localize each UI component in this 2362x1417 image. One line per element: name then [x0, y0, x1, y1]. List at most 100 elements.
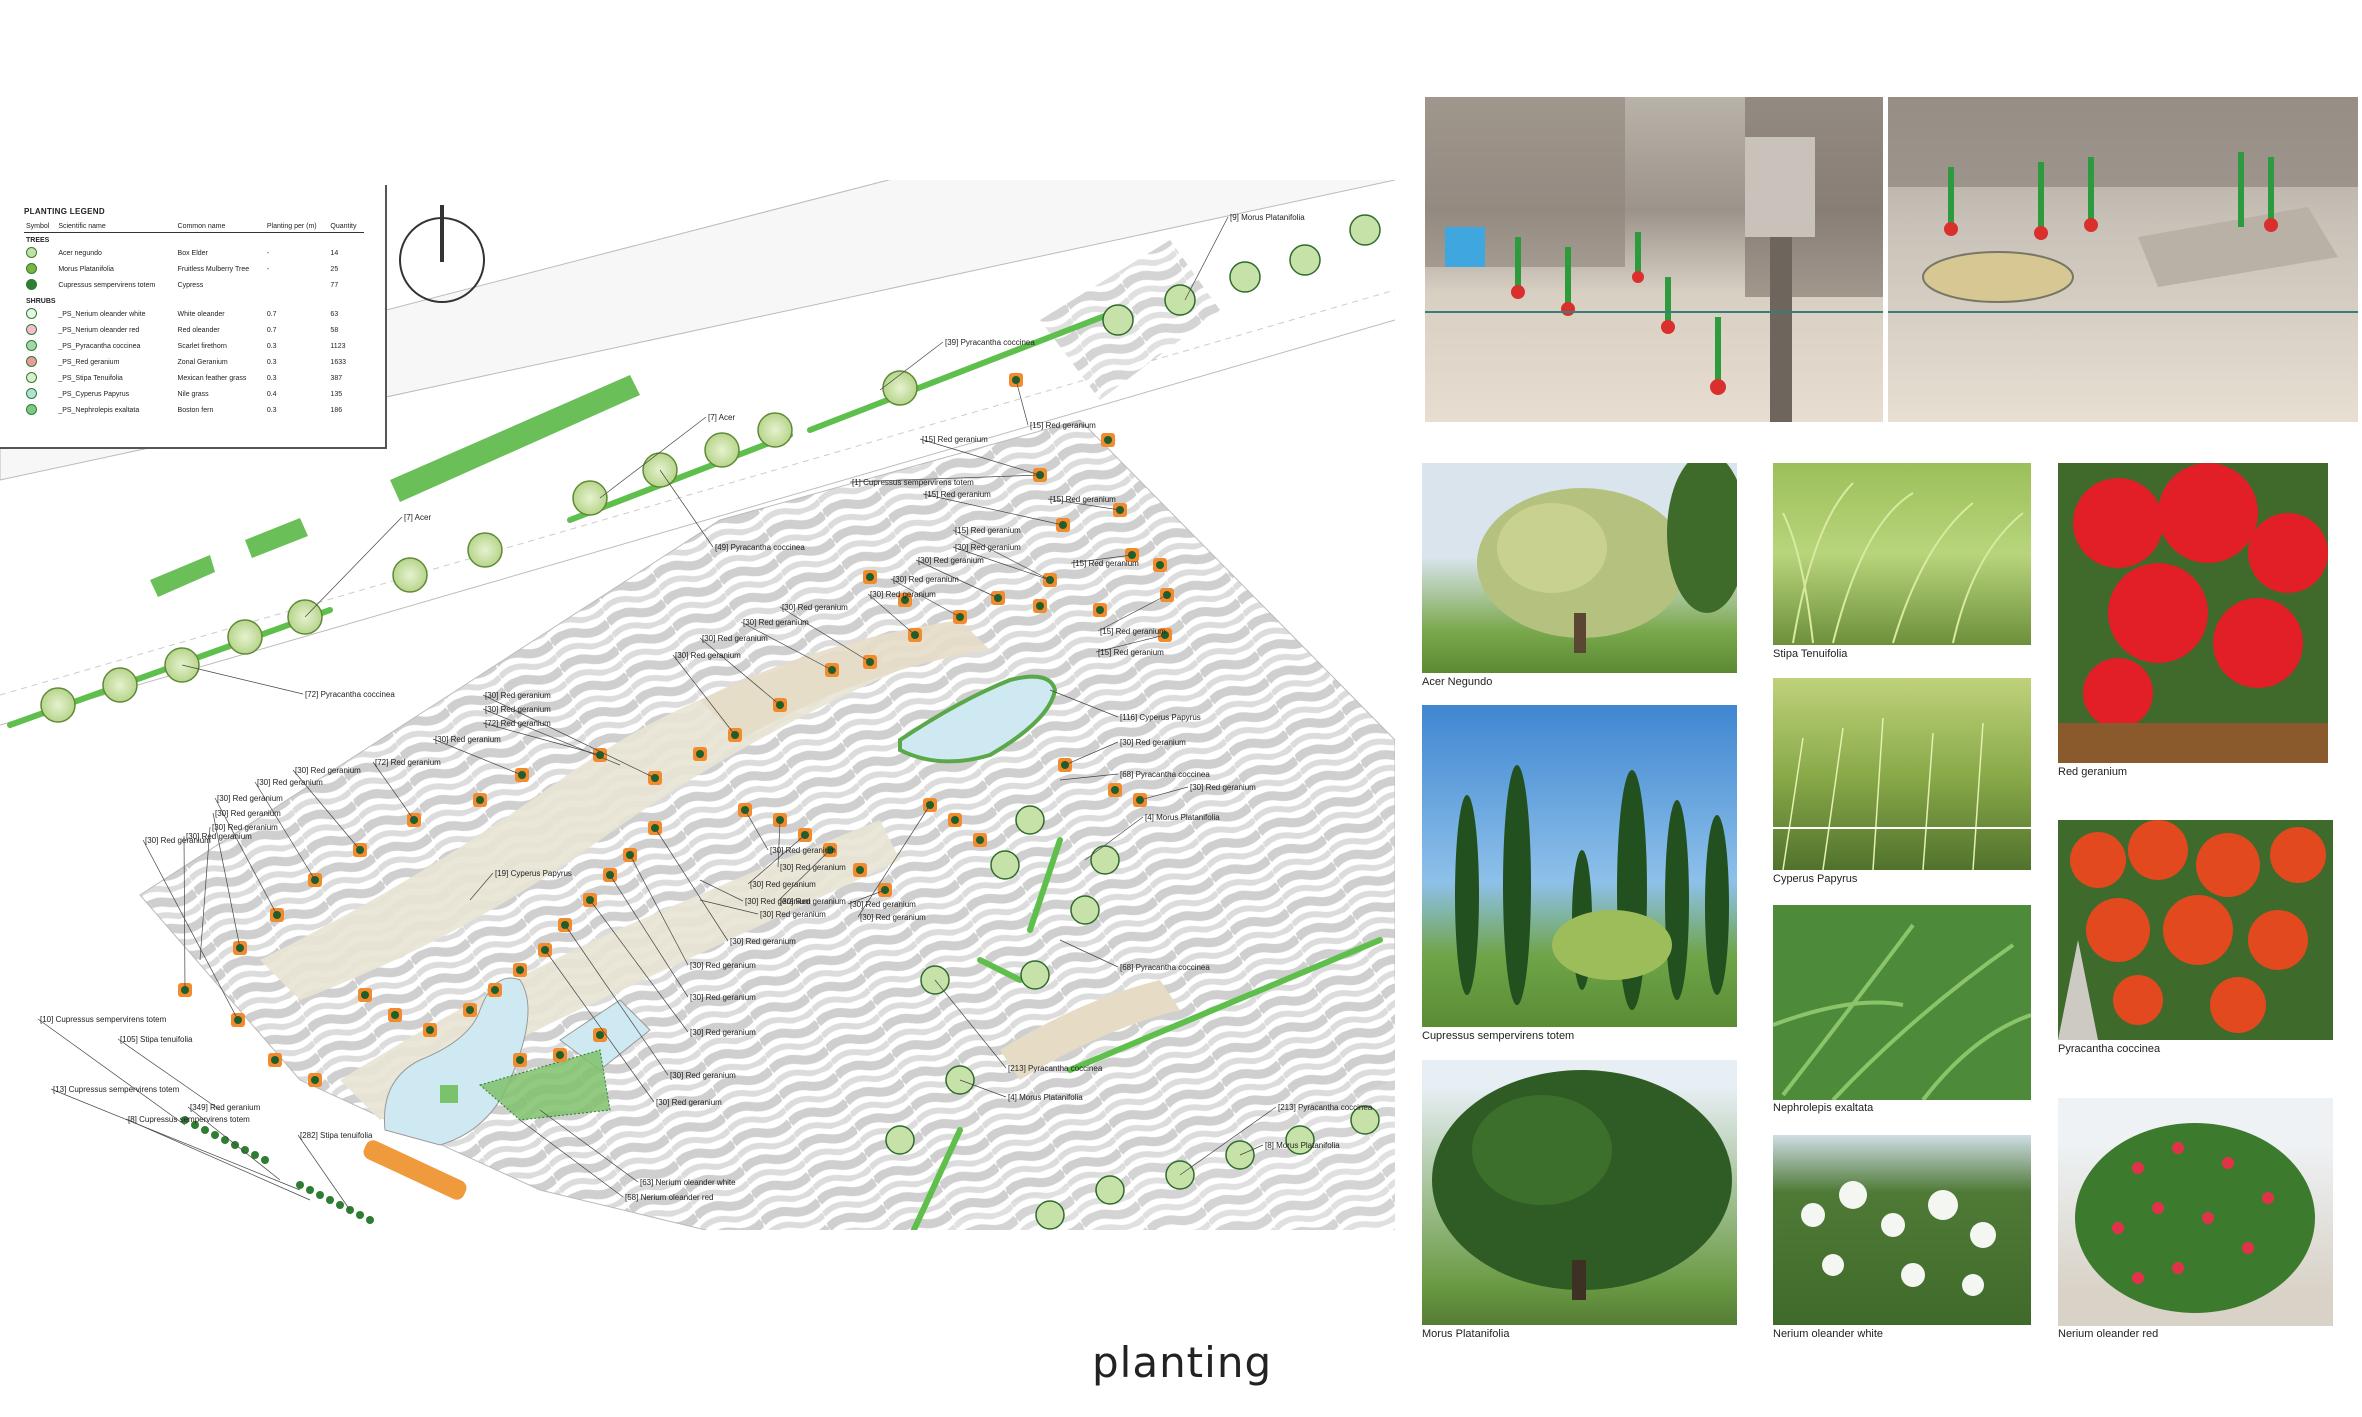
hedge-band	[807, 307, 1123, 433]
plan-label: [116] Cyperus Papyrus	[1120, 713, 1201, 722]
caption-stipa: Stipa Tenuifolia	[1773, 648, 1848, 660]
geranium-dot	[476, 796, 484, 804]
planting-legend: PLANTING LEGEND Symbol Scientific name C…	[0, 185, 387, 449]
legend-cell: _PS_Red geranium	[58, 358, 120, 366]
legend-cell: 58	[330, 326, 339, 334]
morus-tree-icon	[1164, 284, 1196, 316]
legend-cell: 0.7	[266, 326, 277, 334]
plan-label: [30] Red geranium	[435, 735, 501, 744]
legend-cell: 186	[330, 406, 343, 414]
leader-line	[867, 593, 916, 636]
acer-tree-icon	[757, 412, 793, 448]
plan-label: [30] Red geranium	[860, 913, 926, 922]
acer-tree-icon	[467, 532, 503, 568]
geranium-dot	[1096, 606, 1104, 614]
legend-cell: Fruitless Mulberry Tree	[177, 266, 250, 273]
geranium-dot	[1156, 561, 1164, 569]
leader-line	[879, 341, 944, 391]
legend-symbol-icon	[26, 323, 37, 335]
leader-line	[747, 834, 806, 885]
legend-cell: Morus Platanifolia	[58, 266, 114, 273]
leader-line	[672, 654, 736, 736]
leader-line	[142, 839, 239, 1021]
leader-line	[1095, 634, 1166, 653]
hedge-band	[1027, 837, 1063, 933]
plan-label: [30] Red geranium	[770, 846, 836, 855]
legend-cell: 0.3	[266, 406, 277, 414]
geranium-dot	[556, 1051, 564, 1059]
plan-label: [30] Red geranium	[760, 910, 826, 919]
legend-symbol-icon	[26, 387, 37, 399]
leader-line	[1084, 816, 1144, 861]
leader-line	[740, 621, 833, 671]
leader-line	[37, 1018, 186, 1126]
legend-cell: _PS_Pyracantha coccinea	[58, 342, 141, 350]
leader-line	[779, 606, 871, 663]
plan-label: [213] Pyracantha coccinea	[1008, 1064, 1103, 1073]
caption-morus: Morus Platanifolia	[1422, 1328, 1510, 1340]
plan-label: [30] Red geranium	[690, 1028, 756, 1037]
plan-label: [30] Red geranium	[186, 832, 252, 841]
plan-label: [7] Acer	[708, 413, 735, 422]
plan-label: [349] Red geranium	[190, 1103, 261, 1112]
leader-line	[292, 769, 361, 851]
legend-cell	[265, 278, 329, 294]
morus-tree-icon	[1349, 214, 1381, 246]
caption-nerium-red: Nerium oleander red	[2058, 1328, 2159, 1340]
plan-label: [39] Pyracantha coccinea	[945, 338, 1035, 347]
plan-label: [30] Red geranium	[675, 651, 741, 660]
legend-section-trees: TREES	[26, 237, 50, 244]
plan-label: [68] Pyracantha coccinea	[1120, 963, 1210, 972]
legend-cell: 0.3	[266, 358, 277, 366]
plan-label: [8] Cupressus sempervirens totem	[128, 1115, 250, 1124]
plan-label: [30] Red geranium	[1190, 783, 1256, 792]
plan-label: [30] Red geranium	[918, 556, 984, 565]
leader-line	[952, 546, 1051, 581]
geranium-dot	[1036, 602, 1044, 610]
plan-label: [10] Cupressus sempervirens totem	[40, 1015, 167, 1024]
plan-label: [30] Red geranium	[215, 809, 281, 818]
legend-cell: _PS_Nephrolepis exaltata	[58, 406, 140, 414]
leader-line	[432, 738, 523, 776]
legend-symbol-icon	[26, 403, 37, 415]
plan-label: [30] Red geranium	[656, 1098, 722, 1107]
leader-line	[599, 416, 707, 499]
plan-label: [4] Morus Platanifolia	[1008, 1093, 1083, 1102]
legend-cell: Red oleander	[177, 326, 220, 334]
morus-tree-icon	[1285, 1125, 1315, 1155]
plan-label: [68] Pyracantha coccinea	[1120, 770, 1210, 779]
geranium-dot	[271, 1056, 279, 1064]
photo-nerium-white	[1773, 1135, 2031, 1325]
leader-line	[849, 474, 1041, 483]
geranium-dot	[466, 1006, 474, 1014]
leader-line	[304, 516, 403, 618]
plan-label: [7] Acer	[404, 513, 431, 522]
acer-tree-icon	[392, 557, 428, 593]
plan-label: [15] Red geranium	[1098, 648, 1164, 657]
plan-label: [4] Morus Platanifolia	[1145, 813, 1220, 822]
caption-pyracantha: Pyracantha coccinea	[2058, 1043, 2161, 1055]
leader-line	[777, 819, 781, 868]
geranium-dot	[516, 1056, 524, 1064]
geranium-dot	[866, 573, 874, 581]
leader-line	[214, 797, 278, 916]
plan-label: [63] Nerium oleander white	[640, 1178, 736, 1187]
morus-tree-icon	[1070, 895, 1100, 925]
plan-label: [30] Red geranium	[743, 618, 809, 627]
leader-line	[952, 529, 1051, 581]
plan-label: [105] Stipa tenuifolia	[120, 1035, 193, 1044]
leader-line	[654, 827, 729, 942]
leader-line	[847, 889, 886, 905]
morus-tree-icon	[1289, 244, 1321, 276]
morus-tree-icon	[885, 1125, 915, 1155]
leader-line	[919, 438, 1041, 476]
legend-cell: Cupressus sempervirens totem	[58, 282, 156, 289]
leader-line	[777, 849, 831, 902]
leader-line	[744, 809, 769, 851]
photo-pyracantha	[2058, 820, 2333, 1040]
legend-cell: 1123	[330, 342, 346, 350]
legend-cell: Cypress	[177, 282, 204, 289]
